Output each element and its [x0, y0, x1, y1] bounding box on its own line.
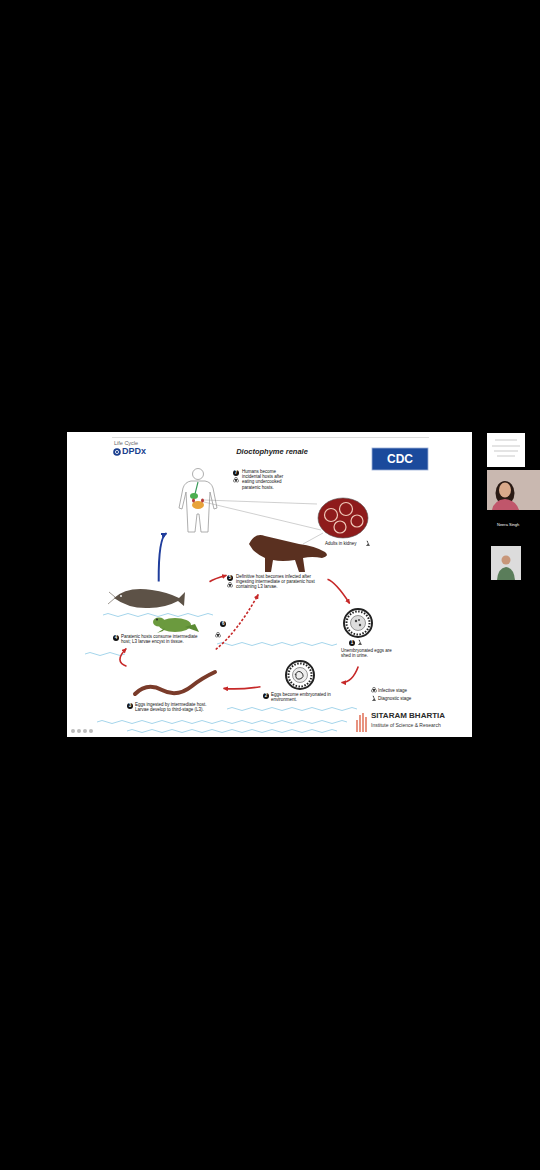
- stage-group: 1Unembryonated eggs are shed in urine.: [339, 604, 401, 666]
- diagnostic-icon: [358, 640, 362, 645]
- legend-icon: [371, 687, 376, 692]
- mink: [249, 535, 327, 572]
- shoulders: [497, 567, 515, 580]
- embryonated-egg: [286, 661, 314, 689]
- legend-text: Infective stage: [378, 688, 407, 693]
- step-number: 7: [233, 470, 239, 476]
- cdc-logo: [372, 448, 428, 470]
- cycle-arrow: [328, 579, 350, 603]
- logo-text: CDC: [372, 448, 428, 470]
- step-number: 6: [220, 621, 226, 627]
- thumbnail-lines: [492, 440, 520, 456]
- header-rule: [112, 437, 429, 438]
- stage-group: 3Eggs ingested by intermediate host. Lar…: [127, 650, 223, 716]
- annelid-worm: [135, 672, 215, 694]
- diagram-title: Dioctophyme renale: [187, 448, 357, 457]
- face: [499, 483, 511, 498]
- kidney-with-adults: [318, 498, 368, 538]
- step-caption: Humans become incidental hosts after eat…: [242, 469, 284, 490]
- step-number: 2: [263, 693, 269, 699]
- video-tile: [487, 470, 540, 510]
- step-number: 3: [127, 703, 133, 709]
- stage-group: 4Paratenic hosts consume intermediate ho…: [109, 582, 209, 648]
- legend-text: Diagnostic stage: [378, 696, 411, 701]
- diagnostic-icon: [366, 541, 370, 546]
- stage-group: 2Eggs become embryonated in environment.: [261, 656, 341, 706]
- step-caption: Paratenic hosts consume intermediate hos…: [121, 634, 207, 644]
- cycle-arrow: [342, 667, 359, 683]
- step-number: 5: [227, 575, 233, 581]
- participant-name: Neera Singh: [497, 523, 519, 528]
- thumbnail: [487, 433, 525, 467]
- institute-name: SITARAM BHARTIA: [371, 712, 445, 720]
- dpdx-logo: [113, 448, 121, 456]
- step-number: 4: [113, 635, 119, 641]
- cycle-arrow: [159, 533, 167, 581]
- cycle-arrow: [216, 595, 259, 650]
- slide: Dioctophyme renale 7Humans become inciden…: [67, 432, 472, 737]
- stage-note: Adults in kidney: [325, 541, 357, 546]
- cycle-arrow: [120, 649, 127, 667]
- stage-group: 5Definitive host becomes infected after …: [227, 528, 327, 594]
- institute-subtitle: Institute of Science & Research: [371, 723, 441, 729]
- step-caption: Definitive host becomes infected after i…: [236, 574, 320, 590]
- face: [502, 556, 511, 565]
- legend-icon: [372, 696, 376, 701]
- infective-icon: [227, 582, 232, 587]
- step-caption: Unembryonated eggs are shed in urine.: [341, 648, 397, 658]
- shoulders: [492, 499, 519, 510]
- frog: [153, 618, 199, 634]
- step-caption: Eggs ingested by intermediate host. Larv…: [135, 702, 221, 712]
- water-waves: [85, 614, 357, 733]
- logo-caption: Life Cycle: [114, 440, 138, 446]
- step-number: 1: [349, 640, 355, 646]
- dpdx-logo: [115, 450, 118, 453]
- stage-group: 7Humans become incidental hosts after ea…: [167, 466, 286, 536]
- fish: [108, 589, 185, 608]
- logo-text: DPDx: [122, 447, 146, 456]
- step-caption: Eggs become embryonated in environment.: [271, 692, 335, 702]
- toolbar-icons: [71, 729, 93, 733]
- cycle-arrow: [224, 687, 261, 689]
- cycle-arrow: [210, 575, 227, 581]
- unembryonated-egg: [344, 609, 372, 637]
- infective-icon: [233, 477, 238, 482]
- institute-logo: [357, 713, 366, 732]
- infective-icon: [215, 632, 220, 637]
- video-tile: [491, 546, 521, 580]
